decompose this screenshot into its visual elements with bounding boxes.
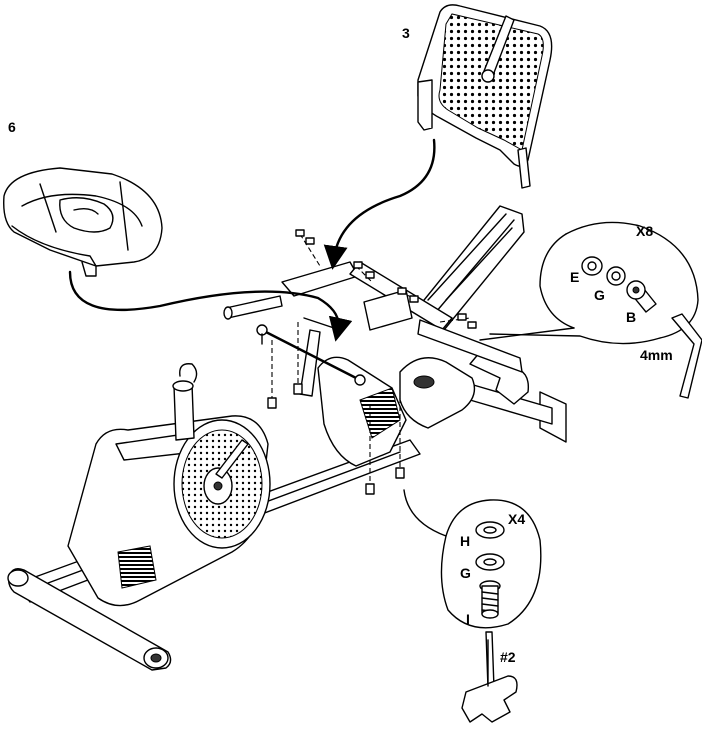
bolt-icon: [397, 287, 407, 295]
washer-icon: [606, 266, 626, 286]
bolt-i-label: I: [466, 611, 470, 627]
backrest-icon: [417, 4, 553, 189]
arrow-icon: [68, 270, 353, 342]
lower-hardware-callout: [403, 489, 542, 629]
allen-wrench-size-label: 4mm: [640, 347, 673, 363]
bolt-icon: [395, 467, 405, 479]
washer-icon: [475, 521, 505, 539]
upper-kit-qty-label: X8: [636, 223, 653, 239]
upper-hardware-callout: [479, 221, 699, 345]
bolt-icon: [353, 261, 363, 269]
washer-icon: [475, 553, 505, 571]
bolt-icon: [305, 237, 315, 245]
washer-icon: [581, 256, 603, 276]
bolt-icon: [626, 280, 657, 313]
washer-e-label: E: [570, 269, 579, 285]
allen-wrench-icon: [671, 313, 702, 399]
bolt-icon: [409, 295, 419, 303]
bolt-icon: [365, 483, 375, 495]
bolt-icon: [295, 229, 305, 237]
bolt-b-label: B: [626, 309, 636, 325]
multi-wrench-icon: [461, 631, 518, 723]
bolt-icon: [365, 271, 375, 279]
bolt-icon: [293, 383, 303, 395]
bolt-icon: [479, 580, 501, 619]
bolt-icon: [457, 313, 467, 321]
washer-g-lower-label: G: [460, 565, 471, 581]
frame-bolts: [267, 229, 477, 495]
lower-kit-qty-label: X4: [508, 511, 525, 527]
seat-part-label: 6: [8, 119, 16, 135]
washer-g-upper-label: G: [594, 287, 605, 303]
backrest-part-label: 3: [402, 25, 410, 41]
bolt-icon: [267, 397, 277, 409]
recumbent-bike-frame-icon: [7, 205, 567, 671]
arrow-icon: [323, 138, 436, 270]
wrench-number-label: #2: [500, 649, 516, 665]
seat-icon: [3, 167, 163, 277]
bolt-icon: [467, 321, 477, 329]
washer-h-label: H: [460, 533, 470, 549]
